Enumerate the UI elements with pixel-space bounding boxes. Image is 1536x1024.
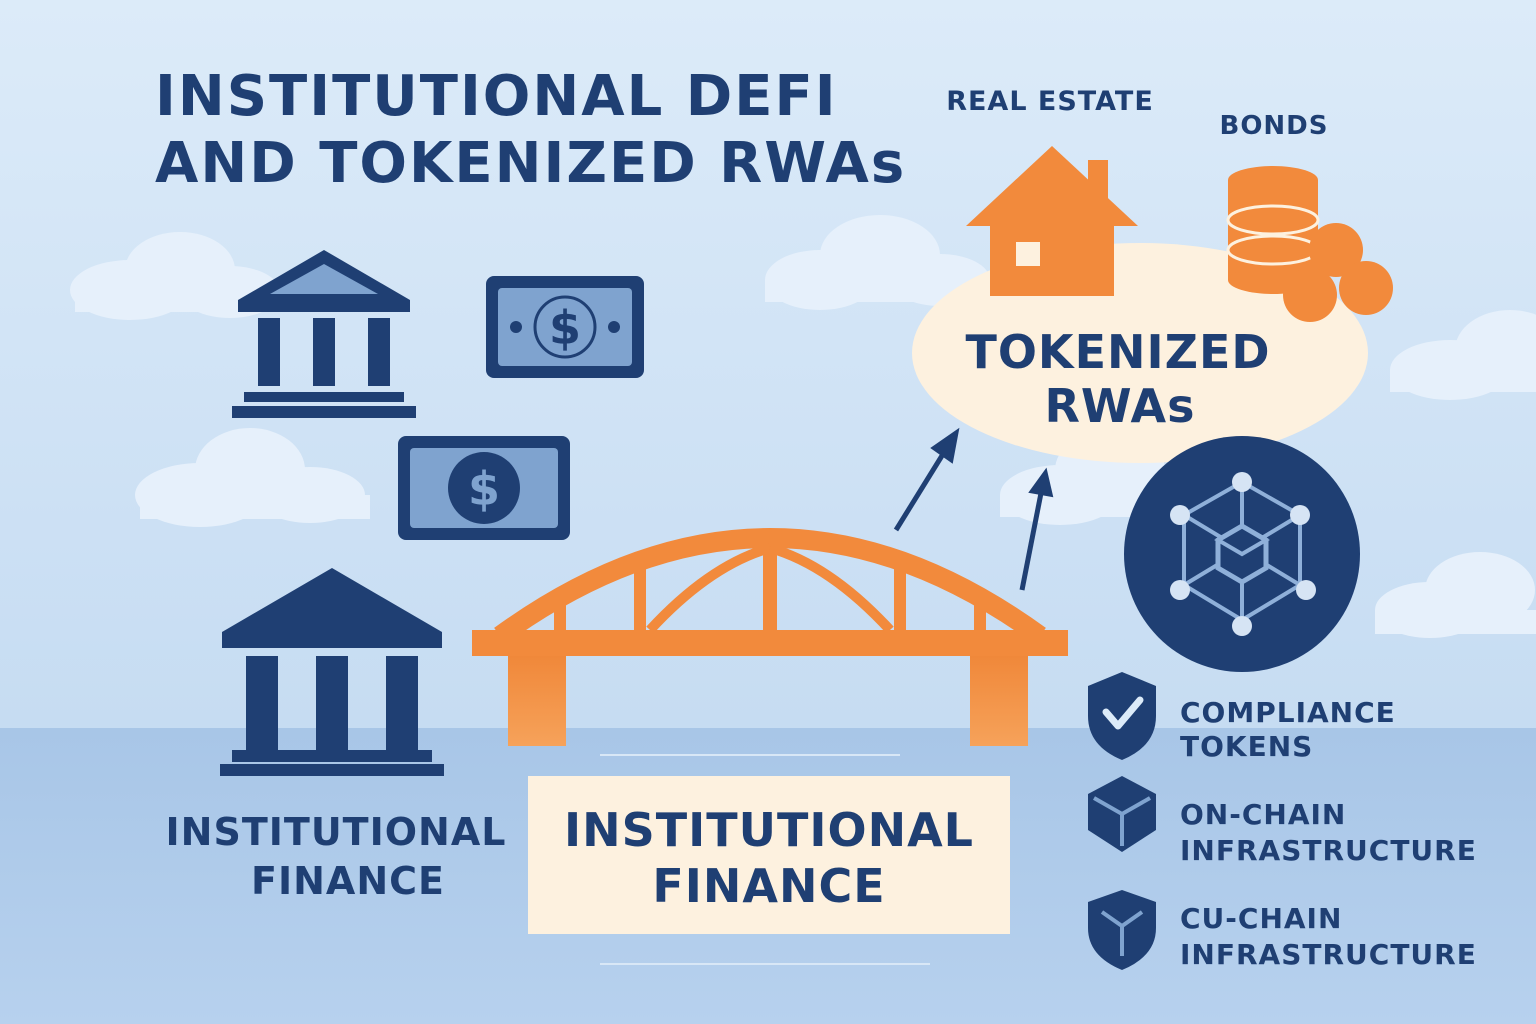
- bank-building-icon: [232, 250, 416, 418]
- feature-label-line-1: ON-CHAIN: [1180, 798, 1346, 831]
- real-estate-label: REAL ESTATE: [946, 86, 1154, 117]
- arrow-up-right-icon: [893, 427, 960, 532]
- tokenized-rwas-label-line-2: RWAs: [1044, 379, 1195, 433]
- feature-label-line-2: TOKENS: [1180, 730, 1313, 763]
- center-finance-label-line-2: FINANCE: [652, 859, 885, 913]
- dollar-bill-icon-top: $: [486, 276, 644, 378]
- arrow-up-icon: [1019, 467, 1054, 591]
- feature-label-line-2: INFRASTRUCTURE: [1180, 938, 1477, 971]
- title-line-1: INSTITUTIONAL DEFI: [155, 64, 838, 129]
- shield-y-icon: [1088, 890, 1156, 970]
- blockchain-network-icon: [1124, 436, 1360, 672]
- feature-label-line-1: COMPLIANCE: [1180, 696, 1396, 729]
- cloud-right-top: [765, 215, 995, 310]
- shield-check-icon: [1088, 672, 1156, 760]
- tokenized-rwas-label-line-1: TOKENIZED: [965, 325, 1270, 379]
- currency-symbol: $: [549, 301, 581, 355]
- feature-label-line-2: INFRASTRUCTURE: [1180, 834, 1477, 867]
- cloud-left-bottom: [135, 428, 370, 527]
- cloud-left-top: [70, 232, 290, 320]
- feature-label-line-1: CU-CHAIN: [1180, 902, 1342, 935]
- cloud-right-top-edge: [1390, 310, 1536, 400]
- left-finance-label-line-2: FINANCE: [251, 859, 445, 903]
- bridge-icon: [472, 528, 1068, 746]
- cube-icon: [1088, 776, 1156, 852]
- left-finance-label-line-1: INSTITUTIONAL: [166, 810, 507, 854]
- center-finance-box: [528, 776, 1010, 934]
- center-finance-label-line-1: INSTITUTIONAL: [564, 803, 974, 857]
- currency-symbol: $: [468, 462, 500, 516]
- tokenized-rwas-oval: [912, 243, 1368, 463]
- dollar-bill-icon-bottom: $: [398, 436, 570, 540]
- bank-building-large-icon: [220, 568, 444, 776]
- coin-stack-icon: [1226, 166, 1393, 322]
- cloud-right-lower: [1375, 552, 1536, 638]
- house-icon: [966, 146, 1138, 296]
- bonds-label: BONDS: [1220, 111, 1329, 141]
- title-line-2: AND TOKENIZED RWAs: [155, 131, 906, 196]
